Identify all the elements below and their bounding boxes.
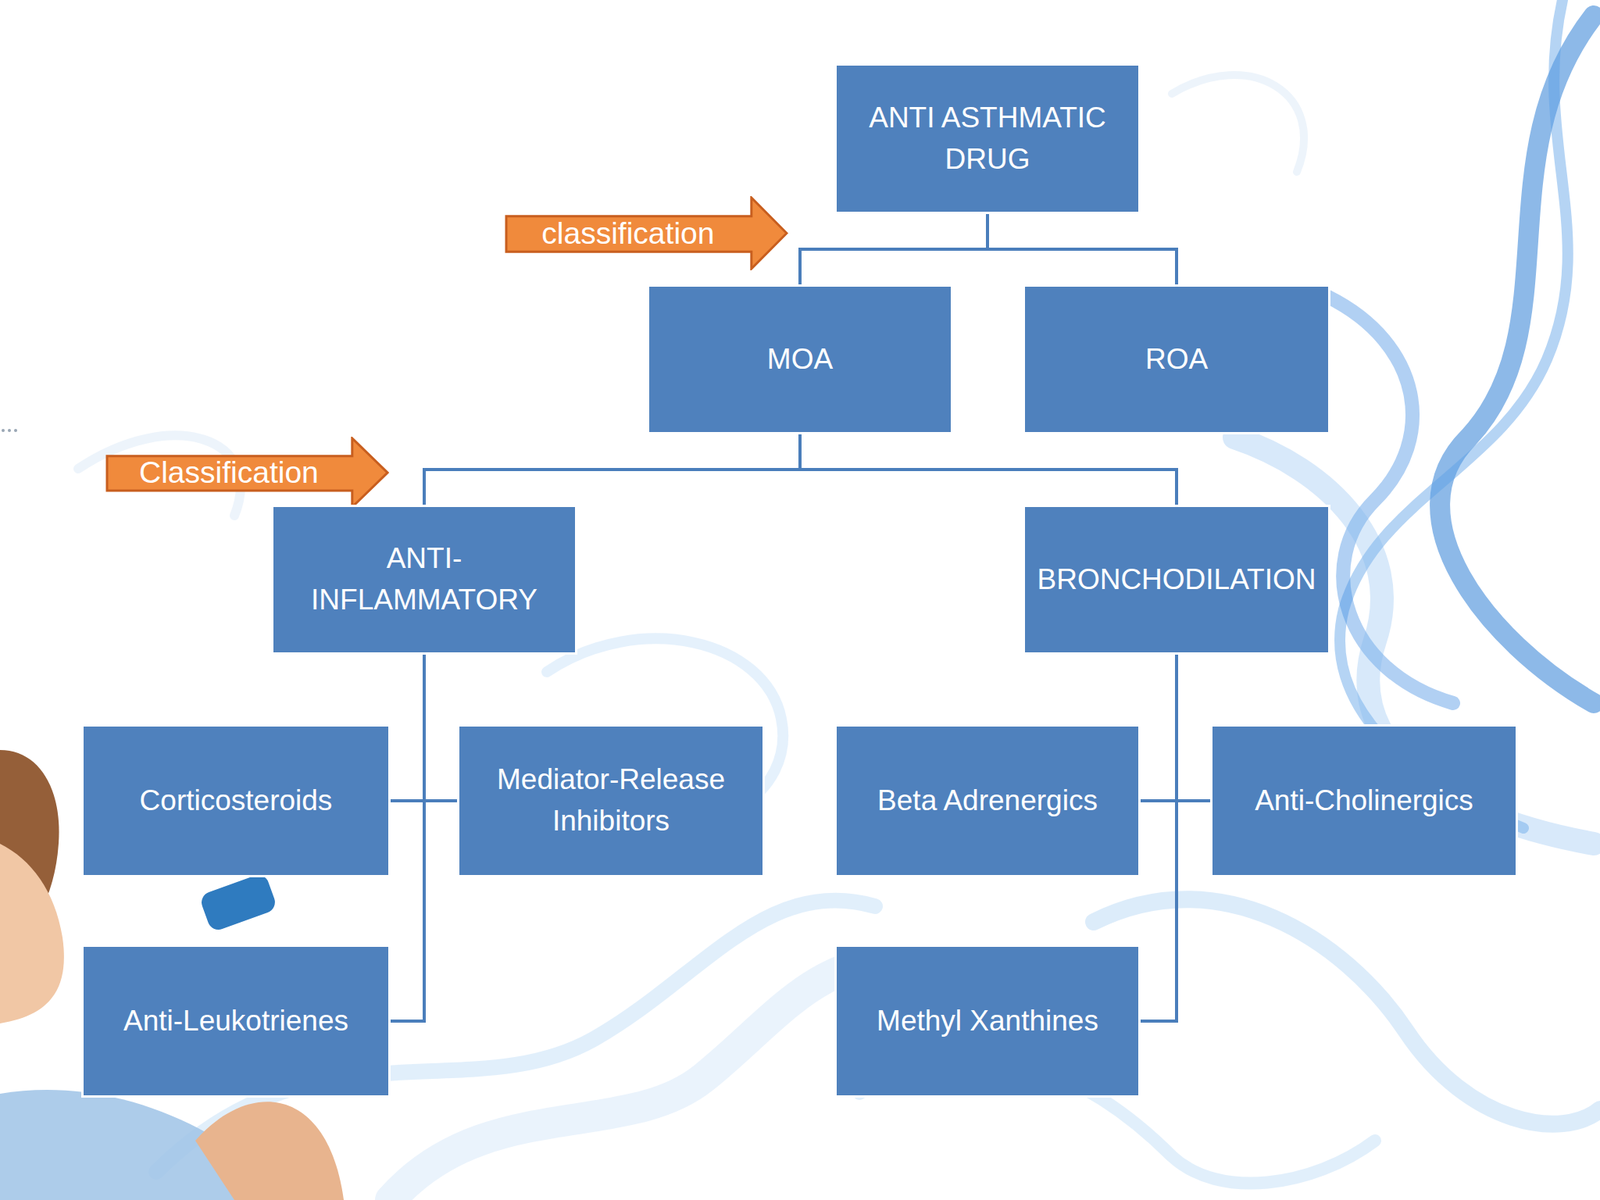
node-label: Corticosteroids xyxy=(139,780,333,822)
node-label: Methyl Xanthines xyxy=(876,1000,1099,1043)
tree-connector xyxy=(390,654,425,801)
tree-connector xyxy=(424,654,458,801)
tree-connector xyxy=(800,434,1177,505)
node-label: ANTI ASTHMATIC DRUG xyxy=(838,97,1137,180)
tree-connector xyxy=(800,214,988,285)
tree-connector xyxy=(390,654,425,1022)
smoke-swirl xyxy=(1171,75,1304,172)
tree-connector xyxy=(1140,654,1177,801)
tree-connector xyxy=(1140,654,1177,1022)
smoke-swirl xyxy=(1093,899,1600,1124)
node-label: ROA xyxy=(1145,339,1208,381)
edge-dots xyxy=(1,428,18,433)
node-label: Classification xyxy=(105,454,353,491)
node-label: BRONCHODILATION xyxy=(1036,559,1316,601)
category-box: Methyl Xanthines xyxy=(834,944,1141,1098)
category-box: BRONCHODILATION xyxy=(1022,504,1331,655)
category-box: ANTI ASTHMATIC DRUG xyxy=(834,63,1141,215)
category-box: Beta Adrenergics xyxy=(834,724,1141,878)
category-box: MOA xyxy=(646,284,954,435)
node-label: Anti-Cholinergics xyxy=(1254,780,1474,822)
node-label: Beta Adrenergics xyxy=(877,780,1098,822)
classification-arrow: Classification xyxy=(105,436,390,509)
node-label: ANTI- INFLAMMATORY xyxy=(275,538,574,621)
category-box: Mediator-Release Inhibitors xyxy=(457,724,765,878)
smoke-swirl xyxy=(1439,15,1594,704)
category-box: Anti-Cholinergics xyxy=(1210,724,1518,878)
category-box: Corticosteroids xyxy=(81,724,391,878)
tree-connector xyxy=(1176,654,1211,801)
tree-connector xyxy=(424,434,800,505)
category-box: ANTI- INFLAMMATORY xyxy=(271,504,578,655)
category-box: Anti-Leukotrienes xyxy=(81,944,391,1098)
category-box: ROA xyxy=(1022,284,1331,435)
node-label: Anti-Leukotrienes xyxy=(123,1000,349,1043)
tree-connector xyxy=(987,214,1177,285)
node-label: classification xyxy=(504,214,752,253)
node-label: MOA xyxy=(767,339,833,381)
classification-arrow: classification xyxy=(504,196,789,271)
node-label: Mediator-Release Inhibitors xyxy=(460,759,761,842)
